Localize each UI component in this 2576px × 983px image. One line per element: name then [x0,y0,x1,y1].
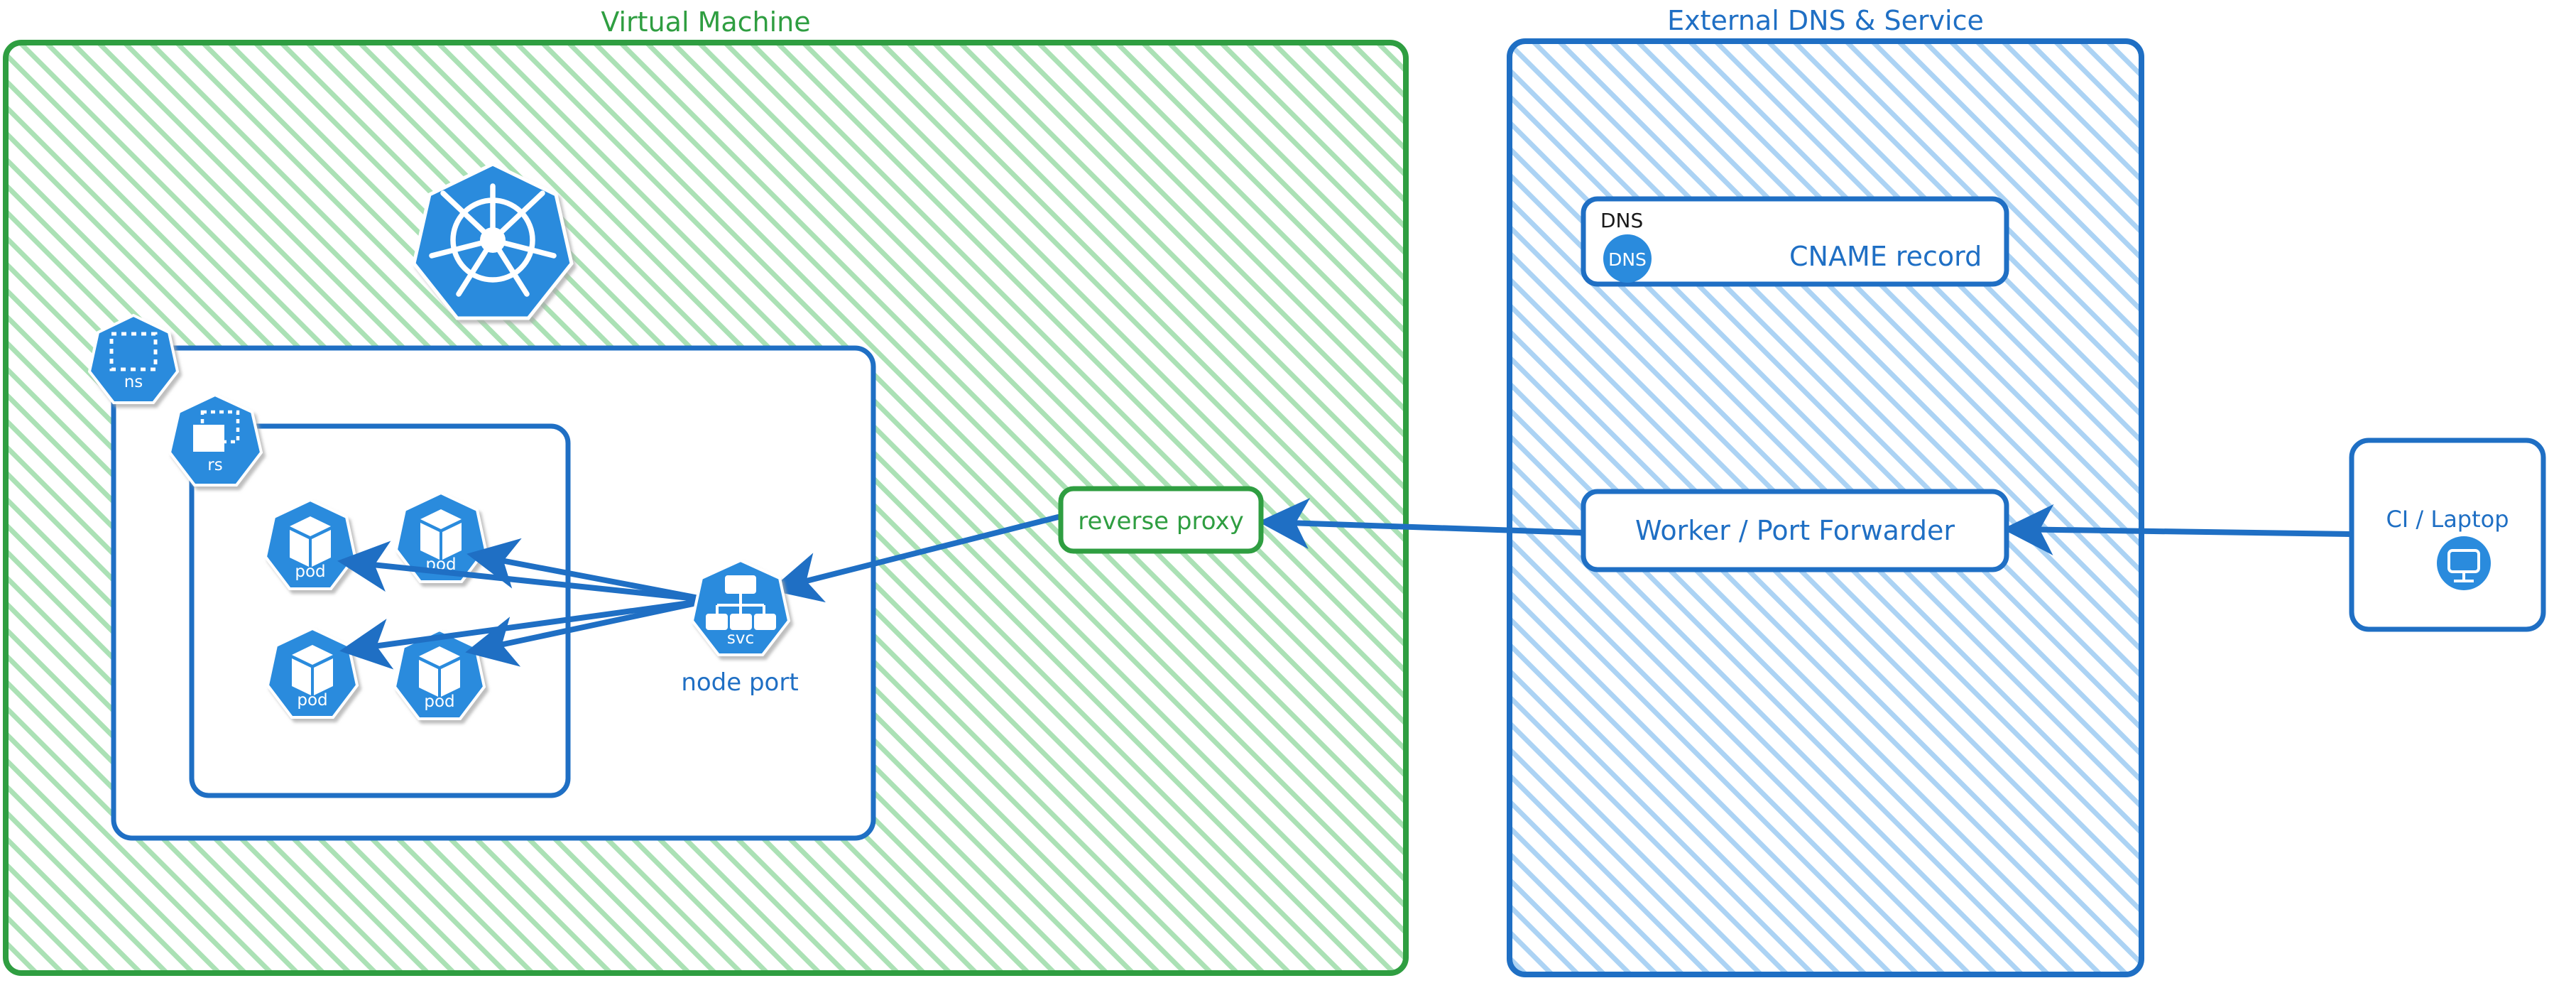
arrow-worker-to-reverse-proxy [1258,498,1583,550]
service-hierarchy-icon[interactable]: svc [690,558,791,656]
arrow-ci-laptop-to-worker [2002,504,2352,555]
replicaset-container-body [189,423,571,798]
namespace-dashed-square-icon[interactable]: ns [87,313,180,404]
arrow-svc-to-pod-4 [465,597,713,667]
pod-cube-icon[interactable]: pod [393,628,486,720]
arrow-svc-to-pod-2 [466,538,713,603]
ci-laptop-label: CI / Laptop [2386,506,2509,533]
dns-record-label: CNAME record [1789,241,1982,272]
reverse-proxy-node[interactable]: reverse proxy [1058,486,1264,554]
pod-cube-icon[interactable]: pod [263,498,357,590]
arrow-svc-to-pod-1 [337,541,713,603]
worker-port-forwarder-label: Worker / Port Forwarder [1635,515,1955,546]
external-dns-service-title: External DNS & Service [1667,5,1984,36]
arrow-svc-to-pod-3 [339,597,713,670]
replicaset-stacked-icon[interactable]: rs [168,393,263,487]
service-badge-label: svc [727,629,754,648]
pod-label: pod [297,691,327,710]
namespace-badge-label: ns [124,373,143,391]
reverse-proxy-label: reverse proxy [1078,507,1243,536]
worker-port-forwarder-node[interactable]: Worker / Port Forwarder [1581,489,2009,572]
ci-laptop-node[interactable]: CI / Laptop [2349,438,2546,632]
dns-icon-label: DNS [1608,249,1647,270]
replicaset-badge-label: rs [207,456,222,474]
reverse-proxy-box [1058,486,1264,554]
worker-port-forwarder-box [1581,489,2009,572]
dns-record-node[interactable]: DNS DNS CNAME record [1581,196,2009,287]
replicaset-container[interactable] [189,423,571,798]
dns-record-box [1581,196,2009,287]
arrow-reverse-proxy-to-svc [770,514,1061,603]
pod-label: pod [424,693,454,711]
dns-circle-icon: DNS [1603,234,1652,283]
kubernetes-helm-wheel-icon [412,162,574,320]
monitor-circle-icon [2437,536,2491,590]
ci-laptop-box [2349,438,2546,632]
pod-label: pod [295,563,325,581]
virtual-machine-title: Virtual Machine [601,6,810,38]
pod-cube-icon[interactable]: pod [394,491,488,583]
node-port-caption: node port [681,668,798,697]
pod-cube-icon[interactable]: pod [266,626,359,719]
dns-record-tag: DNS [1600,209,1643,232]
